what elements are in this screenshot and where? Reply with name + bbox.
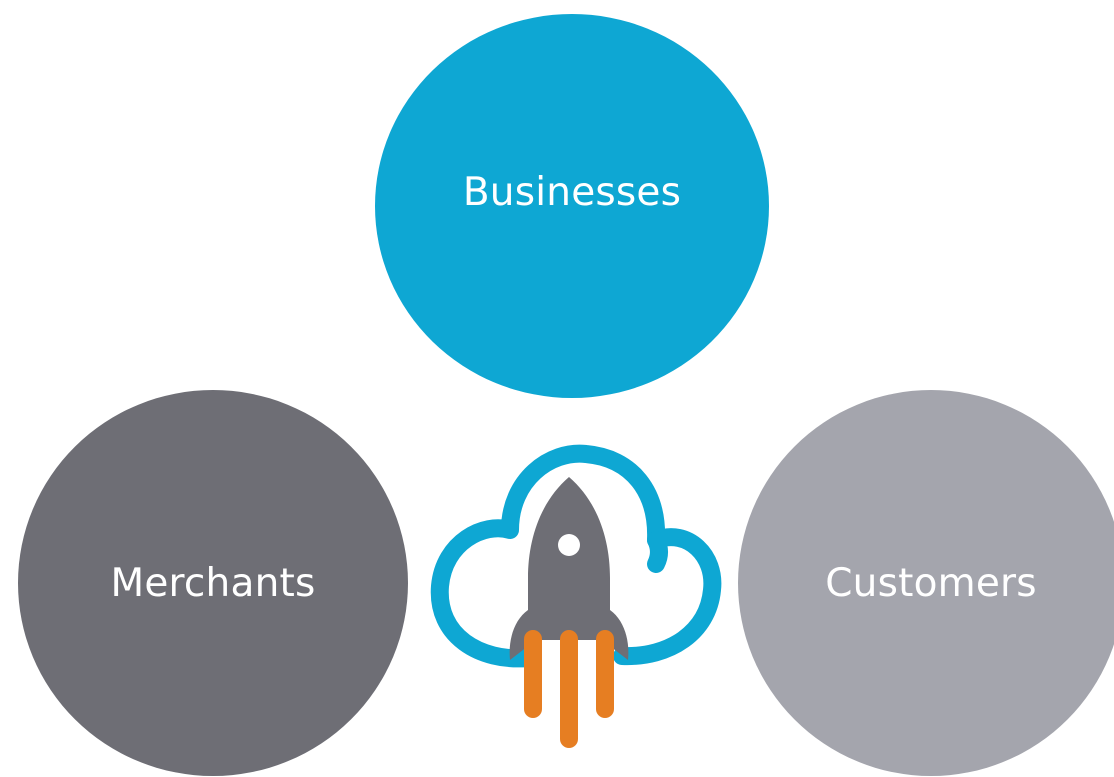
customers-label: Customers <box>825 560 1037 606</box>
rocket-body <box>509 477 629 660</box>
businesses-label: Businesses <box>462 169 682 215</box>
rocket-window <box>558 534 580 556</box>
cloud-rocket-icon <box>430 444 722 748</box>
merchants-label: Merchants <box>110 560 316 606</box>
businesses-circle: Businesses <box>375 14 769 398</box>
flame-left <box>524 630 542 718</box>
merchants-circle: Merchants <box>18 390 408 776</box>
cloud-outline <box>430 444 722 668</box>
flame-right <box>596 630 614 718</box>
customers-circle: Customers <box>738 390 1114 776</box>
flame-center <box>560 630 578 748</box>
cloud-curl <box>647 531 668 573</box>
